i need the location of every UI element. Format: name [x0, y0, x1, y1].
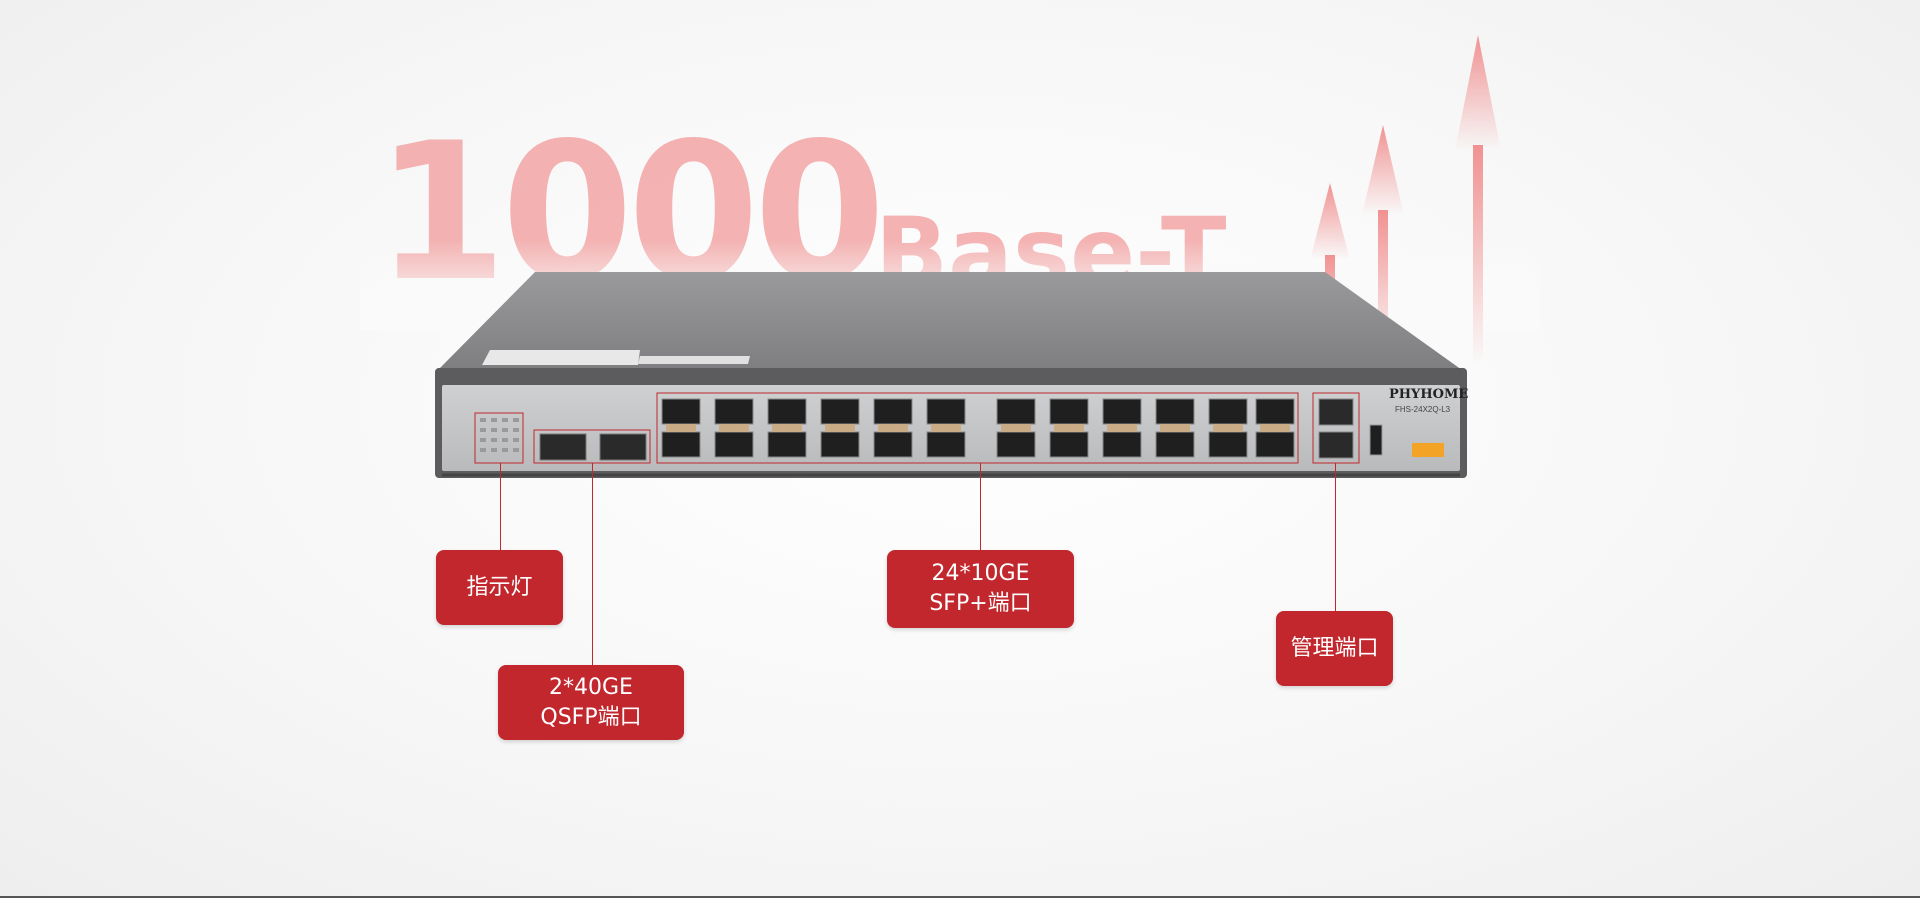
- device-brand: PHYHOME: [1389, 387, 1469, 402]
- management-ports: [1312, 392, 1360, 464]
- network-switch-image: [435, 272, 1467, 478]
- bottom-divider: [0, 896, 1920, 898]
- indicator-callout-line: [500, 463, 501, 550]
- usb-port: [1369, 424, 1383, 456]
- management-callout-line: [1335, 463, 1336, 611]
- warning-sticker: [1412, 443, 1444, 457]
- sfp-ports: [656, 392, 1299, 464]
- sfp-callout-line2: SFP+端口: [929, 591, 1032, 616]
- device-model: FHS-24X2Q-L3: [1395, 405, 1451, 414]
- qsfp-callout-line2: QSFP端口: [540, 704, 642, 730]
- management-callout-label: 管理端口: [1290, 635, 1379, 661]
- chassis-top: [438, 272, 1462, 370]
- sfp-callout-line: [980, 463, 981, 550]
- qsfp-callout: 2*40GE QSFP端口: [498, 665, 684, 740]
- indicator-callout: 指示灯: [436, 550, 563, 625]
- sfp-callout-line1: 24*10GE: [931, 561, 1030, 586]
- arrow-large-icon: [1455, 35, 1501, 365]
- qsfp-callout-line: [592, 463, 593, 665]
- qsfp-ports: [533, 429, 651, 464]
- arrow-medium-icon: [1362, 125, 1404, 360]
- indicator-callout-label: 指示灯: [466, 574, 533, 600]
- indicator-leds: [474, 412, 524, 464]
- sfp-callout: 24*10GE SFP+端口: [887, 550, 1074, 628]
- qsfp-callout-line1: 2*40GE: [549, 674, 633, 700]
- management-callout: 管理端口: [1276, 611, 1393, 686]
